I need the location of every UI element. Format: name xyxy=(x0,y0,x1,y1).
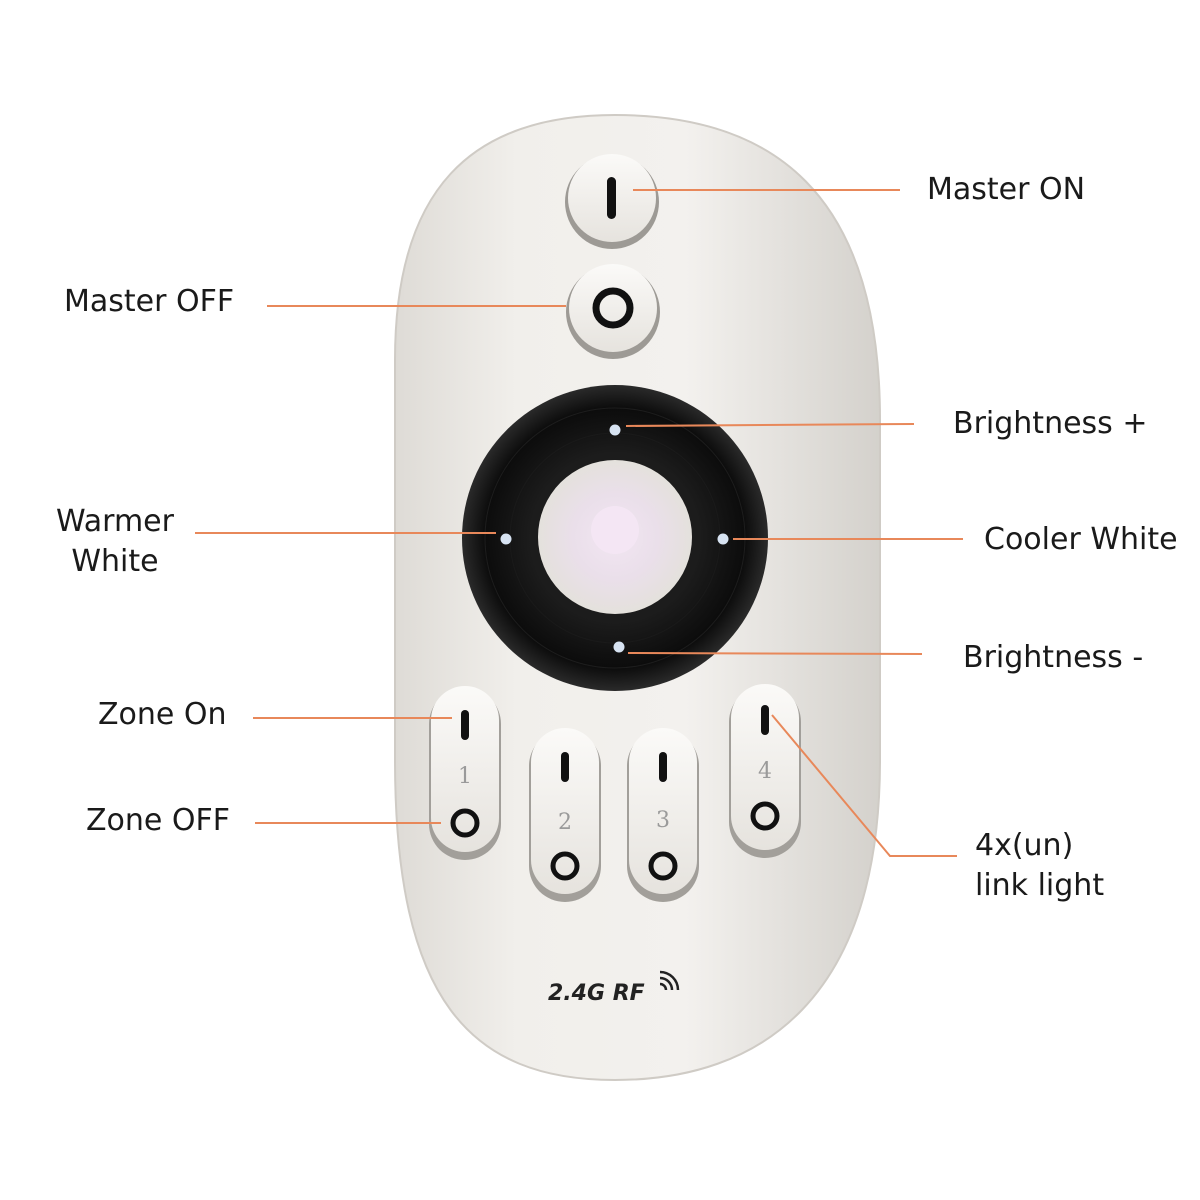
label-warmer-white-line2: White xyxy=(71,544,159,579)
label-cooler-white: Cooler White xyxy=(984,522,1178,557)
brightness-minus-dot[interactable] xyxy=(613,641,625,653)
label-master-off: Master OFF xyxy=(64,284,235,319)
cooler-white-dot[interactable] xyxy=(717,533,729,545)
label-warmer-white-line1: Warmer xyxy=(56,504,174,539)
zone-2-number: 2 xyxy=(558,810,572,835)
master-off-button[interactable] xyxy=(566,264,660,359)
zone-1-off-icon[interactable] xyxy=(450,808,480,838)
label-warmer-white: Warmer White xyxy=(52,502,178,582)
brand-mark: 2.4G RF xyxy=(548,970,680,1006)
label-master-on: Master ON xyxy=(927,172,1086,207)
zone-4-key[interactable]: 4 xyxy=(729,684,801,858)
warmer-white-dot[interactable] xyxy=(500,533,512,545)
label-link-light: 4x(un) link light xyxy=(975,826,1104,906)
center-button[interactable] xyxy=(538,460,692,614)
zone-1-key[interactable]: 1 xyxy=(429,686,501,860)
zone-3-key[interactable]: 3 xyxy=(627,728,699,902)
wireless-signal-icon xyxy=(659,970,680,991)
zone-3-on-icon[interactable] xyxy=(659,752,667,782)
zone-2-on-icon[interactable] xyxy=(561,752,569,782)
master-on-button[interactable] xyxy=(565,154,659,249)
zone-2-key[interactable]: 2 xyxy=(529,728,601,902)
zone-4-number: 4 xyxy=(758,759,772,784)
zone-3-number: 3 xyxy=(656,808,670,833)
zone-4-on-icon[interactable] xyxy=(761,705,769,735)
zone-3-off-icon[interactable] xyxy=(648,851,678,881)
label-zone-off: Zone OFF xyxy=(86,803,231,838)
brightness-plus-dot[interactable] xyxy=(609,424,621,436)
zone-2-off-icon[interactable] xyxy=(550,851,580,881)
label-link-light-line2: link light xyxy=(975,868,1105,903)
leader-lines xyxy=(195,189,963,857)
brand-text: 2.4G RF xyxy=(548,981,645,1006)
zone-1-number: 1 xyxy=(458,764,472,789)
off-glyph-icon xyxy=(592,287,634,329)
label-brightness-minus: Brightness - xyxy=(963,640,1144,675)
zone-1-on-icon[interactable] xyxy=(461,710,469,740)
on-glyph-icon xyxy=(607,177,616,219)
label-link-light-line1: 4x(un) xyxy=(975,828,1074,863)
leader-link-light xyxy=(771,714,957,857)
center-glow xyxy=(591,506,639,554)
label-brightness-plus: Brightness + xyxy=(953,406,1148,441)
leader-brightness-plus xyxy=(625,423,915,427)
label-zone-on: Zone On xyxy=(98,697,227,732)
leader-brightness-minus xyxy=(627,652,923,655)
zone-4-off-icon[interactable] xyxy=(750,801,780,831)
